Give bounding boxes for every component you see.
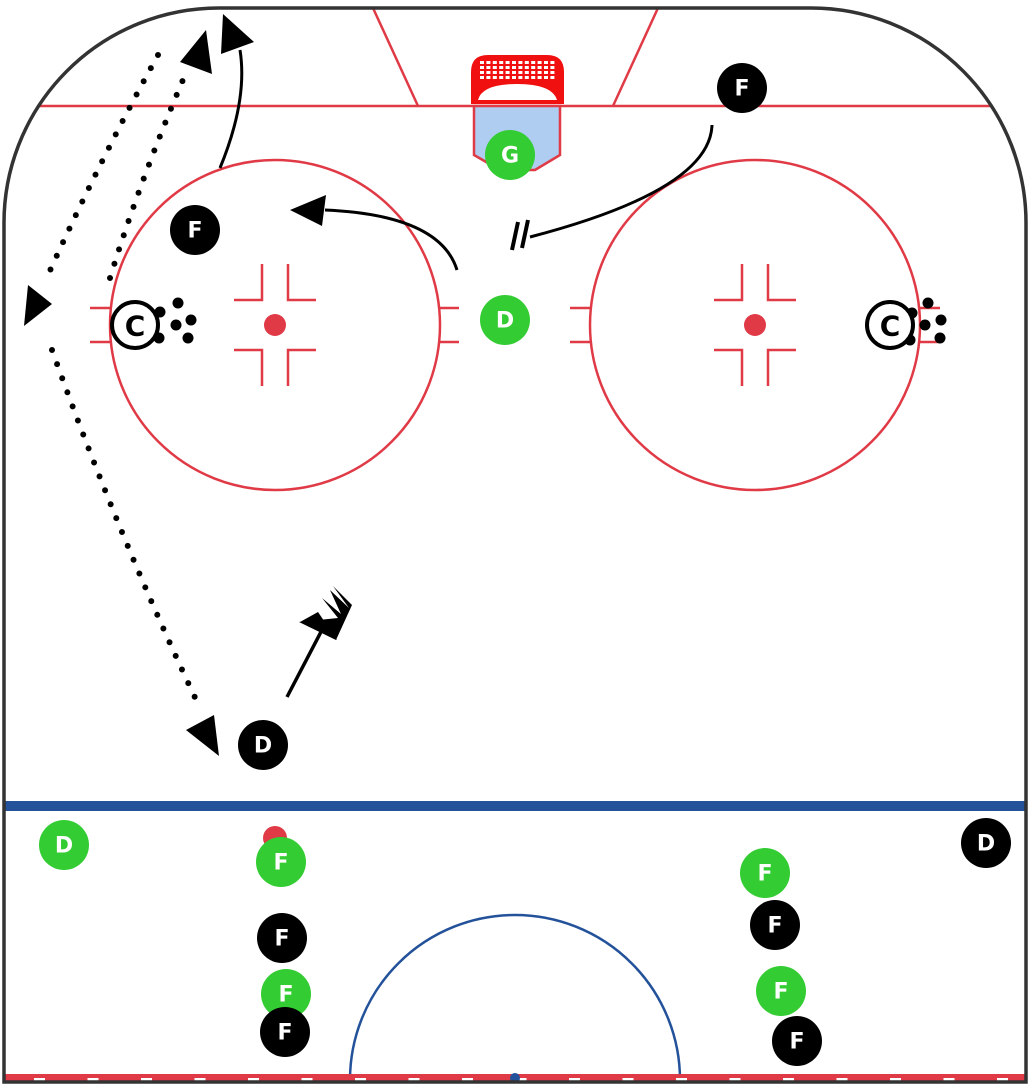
center-line-dash bbox=[676, 1078, 687, 1082]
goal-net-icon bbox=[471, 55, 564, 104]
player-label: F bbox=[278, 983, 293, 1008]
player-label: F bbox=[273, 851, 288, 876]
player-black-f[interactable]: F bbox=[260, 1007, 310, 1057]
coach-label: C bbox=[125, 310, 146, 343]
player-label: D bbox=[977, 832, 995, 857]
screen-path bbox=[510, 124, 714, 251]
faceoff-dot bbox=[264, 314, 286, 336]
faceoff-dot bbox=[744, 314, 766, 336]
puck-icon bbox=[172, 297, 184, 309]
center-line-dash bbox=[515, 1078, 527, 1082]
shot-arrow bbox=[285, 586, 352, 698]
center-line-dash bbox=[729, 1078, 741, 1082]
center-line-dash bbox=[34, 1078, 45, 1082]
player-green-f[interactable]: F bbox=[256, 837, 306, 887]
skate-with-puck-path-up bbox=[107, 30, 212, 281]
puck-icon bbox=[170, 319, 182, 331]
player-black-f[interactable]: F bbox=[257, 913, 307, 963]
skate-with-puck-path-left bbox=[24, 52, 161, 326]
player-green-d[interactable]: D bbox=[480, 295, 530, 345]
player-green-f[interactable]: F bbox=[261, 969, 311, 1019]
coach-icon[interactable]: C bbox=[110, 300, 160, 350]
puck-icon bbox=[185, 314, 197, 326]
puck-icon bbox=[919, 319, 931, 331]
player-green-f[interactable]: F bbox=[740, 848, 790, 898]
skate-path-up bbox=[218, 14, 254, 169]
player-black-d[interactable]: D bbox=[961, 818, 1011, 868]
puck-icon bbox=[934, 332, 946, 344]
trapezoid-left bbox=[371, 7, 420, 107]
center-line-dash bbox=[141, 1078, 152, 1082]
player-label: F bbox=[187, 219, 202, 244]
coach-label: C bbox=[880, 310, 901, 343]
player-black-f[interactable]: F bbox=[717, 63, 767, 113]
blue-line bbox=[3, 801, 1027, 811]
skate-path-curve bbox=[290, 195, 459, 271]
player-green-f[interactable]: F bbox=[756, 966, 806, 1016]
rink-boards bbox=[2, 6, 1028, 1084]
player-label: F bbox=[789, 1030, 804, 1055]
center-line-dash bbox=[194, 1078, 206, 1082]
center-line-dash bbox=[355, 1078, 366, 1082]
player-black-f[interactable]: F bbox=[170, 205, 220, 255]
center-line-dash bbox=[408, 1078, 420, 1082]
center-line-dash bbox=[569, 1078, 580, 1082]
player-label: D bbox=[254, 734, 272, 759]
player-label: F bbox=[277, 1021, 292, 1046]
skate-with-puck-path-down bbox=[49, 347, 219, 756]
center-line-dash bbox=[622, 1078, 634, 1082]
player-label: D bbox=[55, 834, 73, 859]
coach-icon[interactable]: C bbox=[865, 300, 915, 350]
center-line-dash bbox=[87, 1078, 99, 1082]
player-label: G bbox=[501, 144, 519, 169]
player-green-g[interactable]: G bbox=[485, 130, 535, 180]
center-line-dash bbox=[248, 1078, 259, 1082]
player-label: F bbox=[773, 980, 788, 1005]
trapezoid-right bbox=[611, 7, 660, 107]
player-label: D bbox=[496, 309, 514, 334]
player-label: F bbox=[274, 927, 289, 952]
puck-icon bbox=[935, 314, 947, 326]
player-black-d[interactable]: D bbox=[238, 720, 288, 770]
center-line-dash bbox=[890, 1078, 901, 1082]
player-label: F bbox=[734, 77, 749, 102]
center-line-dash bbox=[997, 1078, 1008, 1082]
player-black-f[interactable]: F bbox=[750, 900, 800, 950]
player-black-f[interactable]: F bbox=[772, 1016, 822, 1066]
center-line-dash bbox=[783, 1078, 794, 1082]
player-label: F bbox=[767, 914, 782, 939]
player-label: F bbox=[757, 862, 772, 887]
puck-icon bbox=[182, 332, 194, 344]
center-line-dash bbox=[836, 1078, 848, 1082]
center-line-dash bbox=[462, 1078, 473, 1082]
center-line-dash bbox=[943, 1078, 955, 1082]
player-green-d[interactable]: D bbox=[39, 820, 89, 870]
puck-icon bbox=[922, 297, 934, 309]
center-circle-arc bbox=[348, 913, 682, 1081]
center-line-dash bbox=[301, 1078, 313, 1082]
